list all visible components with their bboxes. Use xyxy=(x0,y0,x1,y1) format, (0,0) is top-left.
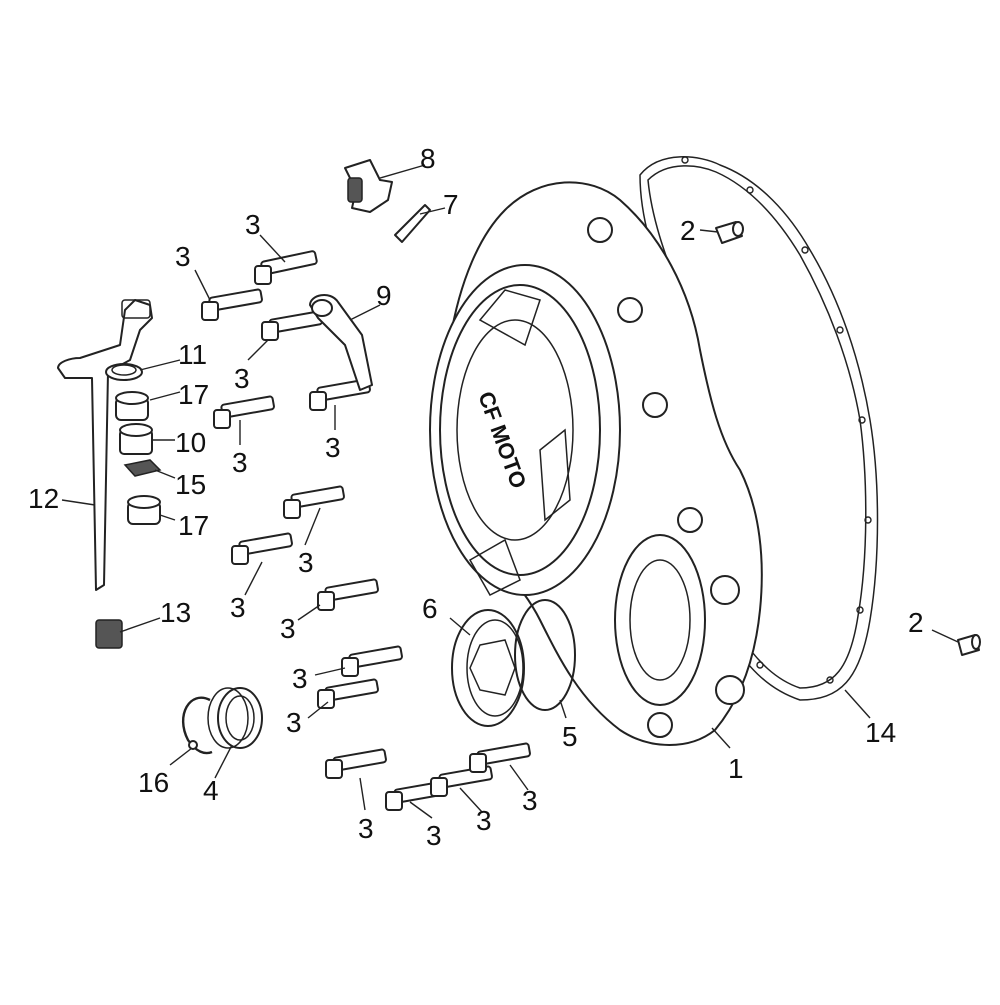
label-bolt-1: 3 xyxy=(245,209,261,240)
label-bushing-17-top: 17 xyxy=(178,379,209,410)
bolt-j xyxy=(317,678,379,709)
label-cover: 1 xyxy=(728,753,744,784)
seal-ring-part xyxy=(207,687,263,749)
label-bushing-10: 10 xyxy=(175,427,206,458)
bolt-d xyxy=(213,395,275,429)
pin-part xyxy=(394,204,431,243)
label-bolt-6: 3 xyxy=(298,547,314,578)
label-shaft: 12 xyxy=(28,483,59,514)
label-washer: 11 xyxy=(178,339,207,370)
label-bracket: 9 xyxy=(376,280,392,311)
label-bushing-17-bottom: 17 xyxy=(178,510,209,541)
bushing-10-part xyxy=(119,423,153,455)
label-seal-ring: 4 xyxy=(203,775,219,806)
bolt-g xyxy=(231,532,293,565)
label-plug: 6 xyxy=(422,593,438,624)
label-insert: 13 xyxy=(160,597,191,628)
label-sight-fitting: 8 xyxy=(420,143,436,174)
bolt-k xyxy=(325,748,387,779)
label-dowel-right: 2 xyxy=(908,607,924,638)
label-bolt-10: 3 xyxy=(286,707,302,738)
bolt-f xyxy=(283,485,345,519)
sight-fitting-part xyxy=(344,159,393,213)
plug-part xyxy=(451,609,525,727)
crankcase-cover-part: CF MOTO xyxy=(429,181,763,746)
label-bolt-9: 3 xyxy=(292,663,308,694)
label-bolt-8: 3 xyxy=(280,613,296,644)
label-bolt-13: 3 xyxy=(476,805,492,836)
bolt-parts xyxy=(201,250,531,811)
dowel-right-part xyxy=(957,634,981,656)
leader-lines xyxy=(61,164,959,819)
label-bolt-11: 3 xyxy=(358,813,374,844)
bolt-i xyxy=(341,645,403,677)
label-bolt-7: 3 xyxy=(230,592,246,623)
circlip-part xyxy=(182,696,213,755)
bolt-a xyxy=(254,250,318,285)
clip-15-part xyxy=(123,459,162,477)
bushing-17-top-part xyxy=(115,391,149,421)
label-dowel-top: 2 xyxy=(680,215,696,246)
bolt-n xyxy=(469,742,531,773)
insert-part xyxy=(95,619,123,649)
label-bolt-5: 3 xyxy=(325,432,341,463)
label-bolt-4: 3 xyxy=(232,447,248,478)
label-pin: 7 xyxy=(443,189,459,220)
label-bolt-3: 3 xyxy=(234,363,250,394)
o-ring-part xyxy=(514,599,576,711)
label-o-ring: 5 xyxy=(562,721,578,752)
callout-labels: 8 7 9 3 3 3 3 3 3 3 3 3 3 3 3 3 3 11 17 … xyxy=(28,143,924,851)
label-bolt-2: 3 xyxy=(175,241,191,272)
label-bolt-12: 3 xyxy=(426,820,442,851)
shaft-part xyxy=(57,299,153,591)
label-circlip: 16 xyxy=(138,767,169,798)
washer-part xyxy=(105,363,143,381)
bolt-h xyxy=(317,578,379,611)
dowel-top-part xyxy=(715,221,744,244)
bushing-17-bottom-part xyxy=(127,495,161,525)
bolt-b xyxy=(201,288,263,321)
bolt-c xyxy=(261,310,323,341)
label-clip-15: 15 xyxy=(175,469,206,500)
label-gasket: 14 xyxy=(865,717,896,748)
bracket-part xyxy=(309,294,373,391)
label-bolt-14: 3 xyxy=(522,785,538,816)
